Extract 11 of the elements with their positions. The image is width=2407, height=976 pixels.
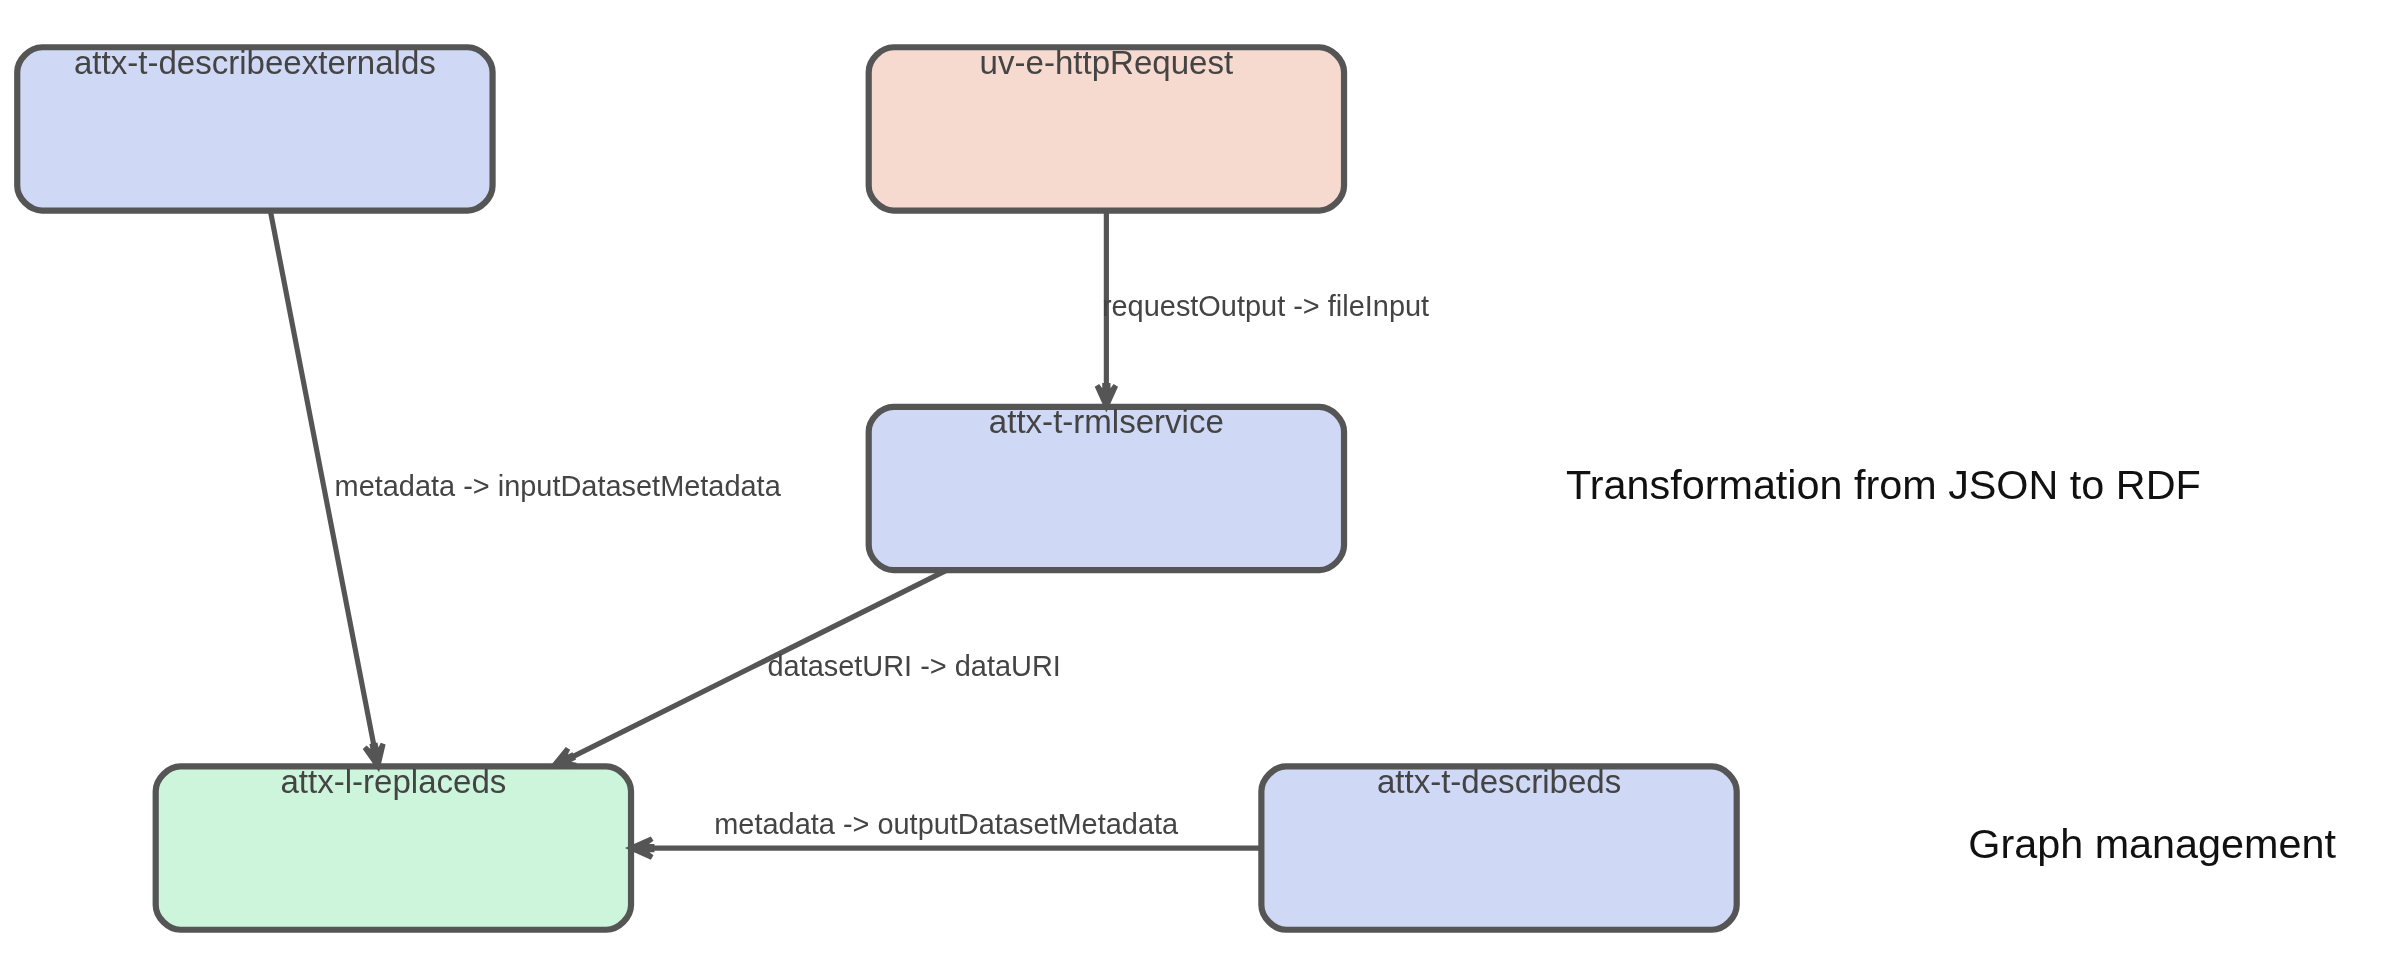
- node-box: uv-e-httpRequest: [865, 43, 1348, 214]
- arrow: [628, 835, 1261, 860]
- node-box: attx-l-replaceds: [152, 762, 635, 933]
- label: Transformation from JSON to RDF: [1566, 461, 2201, 508]
- node-box: attx-t-rmlservice: [865, 403, 1348, 573]
- node-box: attx-t-describeds: [1258, 762, 1740, 933]
- label: Graph management: [1968, 820, 2336, 867]
- edge-label: metadata -> outputDatasetMetadata: [714, 807, 1179, 840]
- edge-label: metadata -> inputDatasetMetadata: [334, 469, 781, 502]
- edge-label: datasetURI -> dataURI: [767, 649, 1061, 682]
- node-box: attx-t-describeexternalds: [14, 43, 496, 214]
